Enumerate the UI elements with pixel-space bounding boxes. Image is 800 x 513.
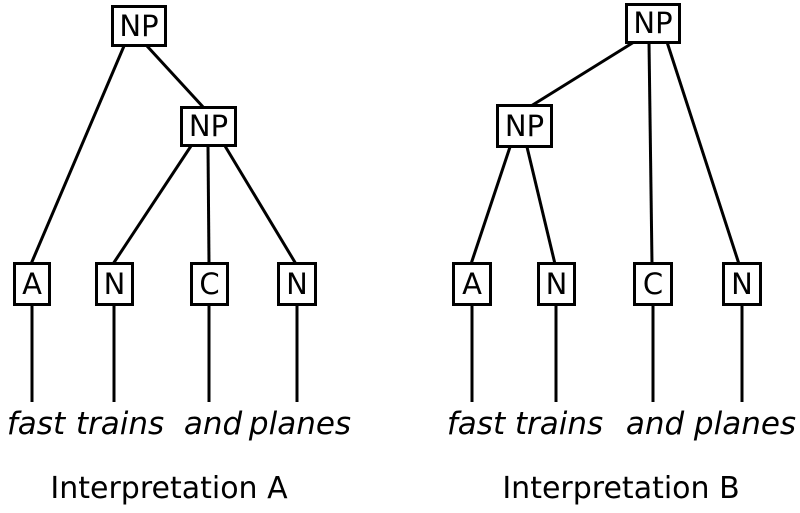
tree-b-leaf-n2-node: N <box>722 262 762 306</box>
tree-b-leaf-c-node: C <box>633 262 673 306</box>
tree-a-word-planes: planes <box>248 406 352 442</box>
tree-a-word-trains: trains <box>75 406 165 442</box>
tree-a-inner-np-node: NP <box>180 106 237 147</box>
tree-b-caption: Interpretation B <box>502 471 740 506</box>
tree-b-word-and: and <box>625 406 685 442</box>
tree-b-leaf-a-node: A <box>452 262 492 306</box>
tree-a-word-and: and <box>183 406 243 442</box>
tree-b-word-trains: trains <box>514 406 604 442</box>
tree-a-root-np-node: NP <box>111 5 167 47</box>
tree-b-inner-np-node: NP <box>496 104 553 148</box>
tree-a-leaf-c-node: C <box>190 262 229 306</box>
tree-a-word-fast: fast <box>6 406 66 442</box>
tree-a-leaf-n2-node: N <box>277 262 317 306</box>
tree-a-caption: Interpretation A <box>50 471 288 506</box>
tree-b-word-planes: planes <box>693 406 797 442</box>
tree-a-leaf-a-node: A <box>13 262 51 306</box>
tree-b-leaf-n1-node: N <box>537 262 576 306</box>
tree-b-word-fast: fast <box>446 406 506 442</box>
tree-b-root-np-node: NP <box>625 3 681 44</box>
tree-a-leaf-n1-node: N <box>95 262 134 306</box>
